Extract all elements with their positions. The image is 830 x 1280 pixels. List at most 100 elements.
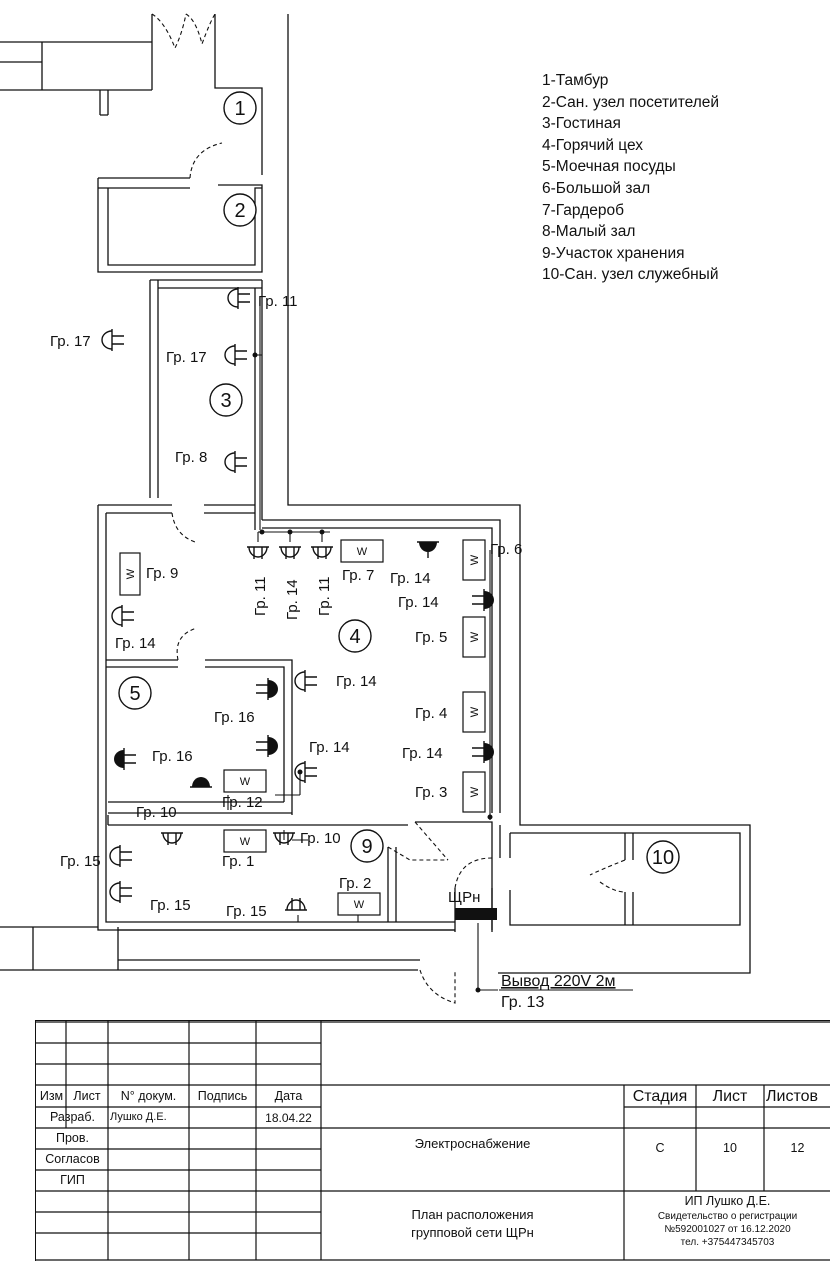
group-label: Гр. 15 (226, 903, 267, 920)
row-role: Разраб. (49, 1110, 95, 1124)
group-label: Гр. 6 (490, 541, 522, 558)
group-label: Гр. 3 (415, 784, 447, 801)
lamp-icon (284, 897, 308, 911)
room-number: 4 (349, 626, 360, 648)
w-letter: W (469, 786, 481, 797)
room-number: 9 (361, 836, 372, 858)
header-sign: Подпись (197, 1089, 248, 1103)
drawing-title-line-2: групповой сети ЩРн (411, 1225, 534, 1240)
phone: тел. +375447345703 (680, 1237, 775, 1248)
section-title: Электроснабжение (414, 1136, 531, 1151)
w-letter: W (240, 776, 251, 788)
w-fixture (223, 769, 267, 793)
room-2-marker (223, 193, 257, 227)
room-legend: 1-Тамбур 2-Сан. узел посетителей 3-Гости… (542, 70, 719, 286)
lamp-icon (310, 546, 334, 560)
w-letter: W (354, 899, 365, 911)
room-number: 5 (129, 683, 140, 705)
room-1-marker (223, 91, 257, 125)
feed-group: Гр. 13 (501, 994, 544, 1010)
room-number: 1 (234, 98, 245, 120)
group-label: Гр. 8 (175, 449, 207, 466)
walls (0, 14, 751, 974)
group-label: Гр. 16 (152, 748, 193, 765)
w-fixture (462, 691, 486, 733)
group-label: Гр. 14 (402, 745, 443, 762)
header-doc: N° докум. (120, 1089, 177, 1103)
group-label: Гр. 12 (222, 794, 263, 811)
room-9-marker (350, 829, 384, 863)
w-letter: W (240, 836, 251, 848)
title-block: Изм Лист N° докум. Подпись Дата Разраб. … (35, 1020, 830, 1261)
row-role: Согласов (45, 1152, 100, 1166)
w-letter: W (469, 554, 481, 565)
group-label: Гр. 14 (284, 579, 301, 620)
group-label: Гр. 15 (150, 897, 191, 914)
group-label: Гр. 2 (339, 875, 371, 892)
drawing-title-line-1: План расположения (411, 1207, 534, 1222)
room-10-marker (646, 840, 680, 874)
row-role: ГИП (60, 1173, 85, 1187)
group-label: Гр. 7 (342, 567, 374, 584)
lamp-icon (109, 880, 133, 904)
group-label: Гр. 9 (146, 565, 178, 582)
room-5-marker (118, 676, 152, 710)
lamp-icon (101, 328, 125, 352)
group-label: Гр. 4 (415, 705, 447, 722)
sheets-label: Листов (766, 1088, 818, 1105)
w-letter: W (357, 546, 368, 558)
room-number: 3 (220, 390, 231, 412)
group-label: Гр. 14 (398, 594, 439, 611)
lamp-icon (416, 541, 440, 559)
legend-item: 2-Сан. узел посетителей (542, 93, 720, 111)
group-label: Гр. 17 (166, 349, 207, 366)
certificate-line-1: Свидетельство о регистрации (657, 1211, 798, 1222)
w-fixture (462, 616, 486, 658)
stage-value: С (655, 1141, 665, 1155)
group-label: Гр. 14 (390, 570, 431, 587)
lamp-icon (294, 669, 318, 693)
header-izm: Изм (39, 1089, 64, 1103)
sheet-value: 10 (723, 1141, 737, 1155)
group-label: Гр. 11 (316, 576, 333, 616)
legend-item: 5-Моечная посуды (542, 158, 676, 176)
distribution-panel (455, 908, 497, 920)
w-letter: W (125, 568, 137, 579)
sheets-value: 12 (790, 1141, 805, 1155)
header-list: Лист (73, 1089, 101, 1103)
room-4-marker (338, 619, 372, 653)
legend-item: 7-Гардероб (542, 201, 624, 219)
floor-plan: 1 2 3 4 5 9 10 (0, 13, 751, 1010)
legend-item: 4-Горячий цех (542, 136, 644, 154)
group-label: Гр. 5 (415, 629, 447, 646)
w-fixture (337, 892, 381, 916)
group-label: Гр. 16 (214, 709, 255, 726)
lamp-icon (189, 776, 213, 788)
title-block-grid (36, 1021, 830, 1261)
feed-title: Вывод 220V 2м (501, 973, 616, 990)
w-letter: W (469, 706, 481, 717)
sheet-label: Лист (712, 1088, 748, 1105)
legend-item: 8-Малый зал (542, 223, 636, 241)
lamp-icon (109, 844, 133, 868)
group-label: Гр. 14 (309, 739, 350, 756)
room-number: 2 (234, 200, 245, 222)
w-fixture (119, 552, 141, 596)
group-label: Гр. 10 (300, 830, 341, 847)
group-label: Гр. 11 (252, 576, 269, 616)
group-label: Гр. 1 (222, 853, 254, 870)
row-role: Пров. (55, 1131, 89, 1145)
lamp-icon (111, 604, 135, 628)
lamp-icon (246, 546, 270, 560)
header-date: Дата (274, 1089, 303, 1103)
w-letter: W (469, 631, 481, 642)
room-3-marker (209, 383, 243, 417)
lamp-icon (227, 286, 251, 310)
legend-item: 9-Участок хранения (542, 244, 685, 262)
w-fixture (223, 829, 267, 853)
group-label: Гр. 14 (336, 673, 377, 690)
group-label: Гр. 17 (50, 333, 91, 350)
legend-item: 10-Сан. узел служебный (542, 266, 719, 284)
group-label: Гр. 10 (136, 804, 177, 821)
certificate-line-2: №592001027 от 16.12.2020 (664, 1224, 791, 1235)
